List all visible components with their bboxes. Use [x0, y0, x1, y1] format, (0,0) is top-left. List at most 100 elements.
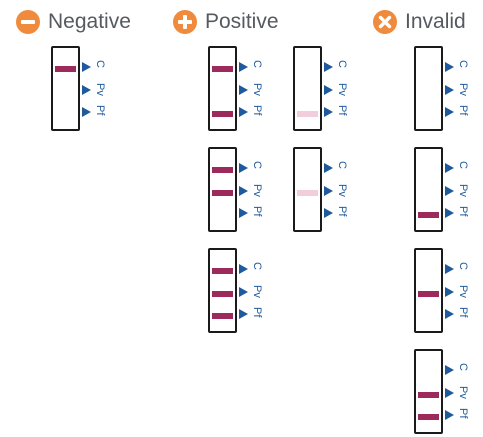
triangle-pointer-icon	[445, 388, 454, 398]
pv-band	[212, 190, 233, 196]
pf-marker: Pf	[445, 307, 483, 321]
test-cassette	[414, 349, 443, 434]
triangle-pointer-icon	[445, 85, 454, 95]
pv-marker: Pv	[445, 83, 483, 97]
pv-marker: Pv	[239, 83, 279, 97]
pf-band	[212, 313, 233, 319]
pv-band	[418, 291, 439, 297]
c-band	[212, 167, 233, 173]
c-label: C	[251, 161, 263, 169]
triangle-pointer-icon	[324, 186, 333, 196]
triangle-pointer-icon	[239, 264, 248, 274]
pv-label: Pv	[251, 83, 263, 96]
positive-header: Positive	[173, 8, 279, 36]
pv-label: Pv	[336, 83, 348, 96]
c-label: C	[251, 60, 263, 68]
triangle-pointer-icon	[239, 287, 248, 297]
pf-band	[418, 414, 439, 420]
triangle-pointer-icon	[445, 264, 454, 274]
test-cassette	[208, 248, 237, 333]
pf-label: Pf	[336, 105, 348, 116]
negative-title: Negative	[48, 10, 131, 33]
pf-label: Pf	[457, 206, 469, 217]
c-band	[212, 268, 233, 274]
c-marker: C	[445, 161, 483, 175]
pv-label: Pv	[457, 285, 469, 298]
triangle-pointer-icon	[239, 62, 248, 72]
pv-label: Pv	[457, 386, 469, 399]
test-cassette	[414, 46, 443, 131]
triangle-pointer-icon	[445, 62, 454, 72]
c-marker: C	[445, 262, 483, 276]
negative-header: Negative	[16, 8, 131, 36]
pf-band	[297, 111, 318, 117]
triangle-pointer-icon	[239, 163, 248, 173]
pv-label: Pv	[336, 184, 348, 197]
pf-band	[418, 212, 439, 218]
triangle-pointer-icon	[445, 107, 454, 117]
pv-label: Pv	[457, 184, 469, 197]
c-label: C	[94, 60, 106, 68]
pf-label: Pf	[336, 206, 348, 217]
test-cassette	[414, 147, 443, 232]
c-marker: C	[82, 60, 122, 74]
c-label: C	[457, 161, 469, 169]
pv-band	[212, 291, 233, 297]
triangle-pointer-icon	[239, 208, 248, 218]
triangle-pointer-icon	[82, 85, 91, 95]
pv-label: Pv	[457, 83, 469, 96]
triangle-pointer-icon	[445, 186, 454, 196]
pf-label: Pf	[457, 105, 469, 116]
c-label: C	[336, 60, 348, 68]
pv-band	[418, 392, 439, 398]
pv-marker: Pv	[445, 386, 483, 400]
plus-circle-icon	[173, 10, 197, 34]
c-label: C	[457, 60, 469, 68]
pv-marker: Pv	[239, 285, 279, 299]
c-marker: C	[324, 161, 364, 175]
triangle-pointer-icon	[445, 208, 454, 218]
pf-marker: Pf	[324, 206, 364, 220]
invalid-title: Invalid	[405, 10, 466, 33]
c-marker: C	[239, 60, 279, 74]
pv-marker: Pv	[324, 184, 364, 198]
pf-marker: Pf	[445, 105, 483, 119]
pf-label: Pf	[251, 206, 263, 217]
pv-marker: Pv	[239, 184, 279, 198]
triangle-pointer-icon	[445, 163, 454, 173]
triangle-pointer-icon	[82, 107, 91, 117]
c-marker: C	[239, 161, 279, 175]
triangle-pointer-icon	[324, 208, 333, 218]
triangle-pointer-icon	[324, 62, 333, 72]
c-marker: C	[445, 363, 483, 377]
pv-marker: Pv	[82, 83, 122, 97]
pv-label: Pv	[251, 184, 263, 197]
triangle-pointer-icon	[324, 163, 333, 173]
c-marker: C	[239, 262, 279, 276]
pf-marker: Pf	[324, 105, 364, 119]
test-cassette	[208, 46, 237, 131]
test-cassette	[293, 147, 322, 232]
pf-label: Pf	[251, 105, 263, 116]
triangle-pointer-icon	[239, 186, 248, 196]
pv-marker: Pv	[445, 184, 483, 198]
c-label: C	[251, 262, 263, 270]
test-cassette	[293, 46, 322, 131]
c-label: C	[457, 262, 469, 270]
pf-label: Pf	[251, 307, 263, 318]
pv-marker: Pv	[445, 285, 483, 299]
minus-circle-icon	[16, 10, 40, 34]
pf-marker: Pf	[445, 206, 483, 220]
triangle-pointer-icon	[324, 107, 333, 117]
pf-label: Pf	[94, 105, 106, 116]
triangle-pointer-icon	[445, 287, 454, 297]
pf-marker: Pf	[82, 105, 122, 119]
